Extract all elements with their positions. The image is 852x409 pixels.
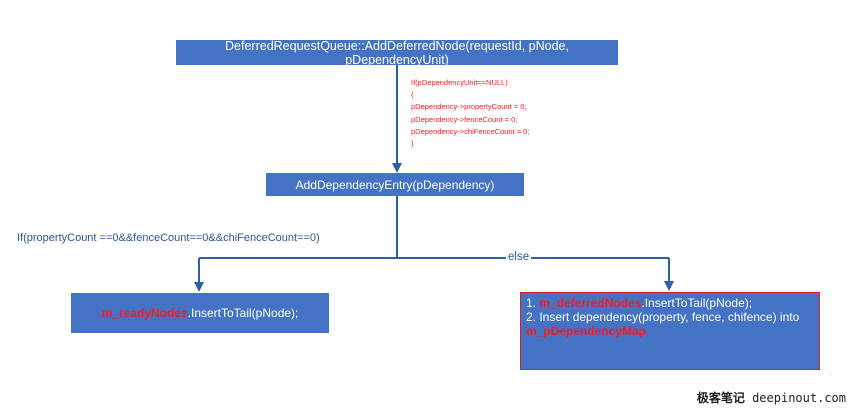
condition-label: If(propertyCount ==0&&fenceCount==0&&chi…	[17, 232, 320, 244]
ready-nodes-call: .InsertToTail(pNode);	[187, 306, 299, 320]
null-dependency-code-annotation: If(pDependencyUnit==NULL) { pDependency->…	[411, 77, 529, 150]
ready-nodes-box: m_readyNodes.InsertToTail(pNode);	[71, 293, 329, 333]
watermark-site: deepinout.com	[744, 391, 846, 405]
code-line: }	[411, 139, 414, 149]
dependency-map-var: m_pDependencyMap	[526, 324, 647, 338]
add-dependency-entry-box: AddDependencyEntry(pDependency)	[266, 173, 524, 196]
code-line: pDependency->propertyCount = 0;	[411, 102, 527, 112]
deferred-line-1: 1. m_deferredNodes.InsertToTail(pNode);	[526, 296, 815, 310]
else-label: else	[506, 251, 532, 263]
add-dependency-entry-label: AddDependencyEntry(pDependency)	[295, 177, 495, 192]
site-watermark: 极客笔记 deepinout.com	[697, 389, 846, 406]
code-line: pDependency->chiFenceCount = 0;	[411, 126, 530, 136]
deferred-line-2: 2. Insert dependency(property, fence, ch…	[526, 310, 800, 324]
deferred-nodes-var: m_deferredNodes	[539, 296, 642, 310]
ready-nodes-var: m_readyNodes	[101, 306, 188, 320]
code-line: pDependency->fenceCount = 0;	[411, 114, 518, 124]
add-deferred-node-label: DeferredRequestQueue::AddDeferredNode(re…	[225, 38, 569, 67]
code-line: If(pDependencyUnit==NULL)	[411, 78, 508, 87]
add-deferred-node-box: DeferredRequestQueue::AddDeferredNode(re…	[176, 38, 618, 67]
watermark-cn: 极客笔记	[696, 391, 745, 405]
deferred-line-1-prefix: 1.	[526, 296, 540, 310]
deferred-nodes-call: .InsertToTail(pNode);	[641, 296, 753, 310]
deferred-nodes-box: 1. m_deferredNodes.InsertToTail(pNode); …	[520, 292, 820, 370]
code-line: {	[411, 90, 414, 100]
